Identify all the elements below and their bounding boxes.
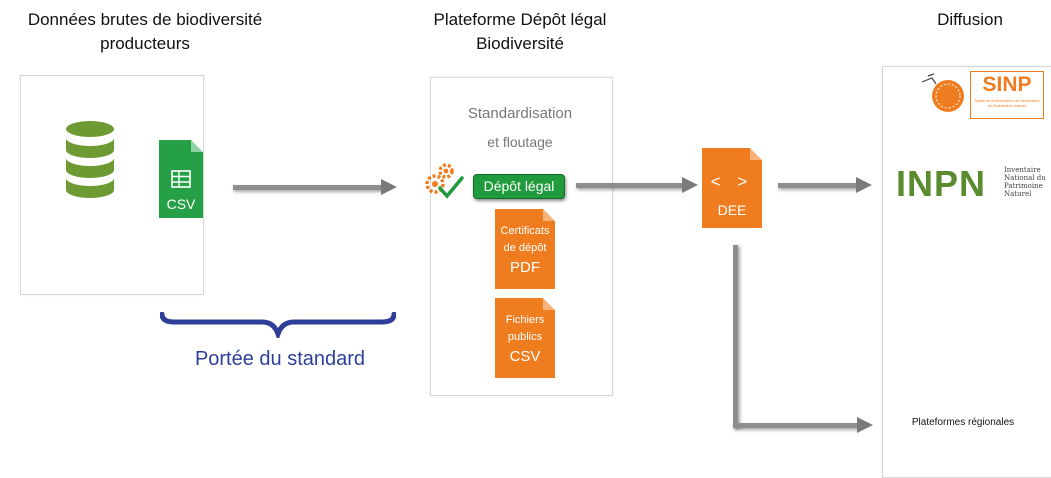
arrow-to-regional-vertical: [733, 245, 738, 428]
sinp-logo: SINP Système d'information de l'inventai…: [970, 71, 1044, 119]
certificats-format: PDF: [510, 259, 540, 276]
inpn-sub-line3: Patrimoine: [1004, 182, 1043, 190]
gears-check-icon: [425, 163, 464, 199]
database-icon: [66, 121, 114, 198]
code-icon: < >: [710, 172, 754, 191]
inpn-sub-line4: Naturel: [1004, 190, 1032, 198]
heading-raw-data-line2: producteurs: [100, 34, 190, 53]
arrow-to-dee: [576, 177, 698, 193]
fichiers-csv-file: Fichiers publics CSV: [495, 298, 555, 378]
scope-label: Portée du standard: [194, 348, 366, 370]
heading-platform-line2: Biodiversité: [476, 34, 564, 53]
arrow-to-inpn: [778, 177, 872, 193]
depot-legal-label: Dépôt légal: [483, 178, 555, 194]
heading-raw-data: Données brutes de biodiversité producteu…: [0, 8, 290, 56]
heading-diffusion: Diffusion: [937, 10, 1003, 29]
sinp-logo-text: SINP: [982, 73, 1032, 96]
heading-platform-line1: Plateforme Dépôt légal: [433, 10, 607, 29]
standardisation-line1: Standardisation: [467, 105, 573, 122]
csv-file-icon: CSV: [159, 140, 203, 218]
dee-file: < > DEE: [702, 148, 762, 228]
regional-platforms-label: Plateformes régionales: [911, 417, 1015, 428]
certificats-pdf-file: Certificats de dépôt PDF: [495, 209, 555, 289]
scope-brace: [160, 312, 396, 338]
arrow-to-platform: [233, 179, 397, 195]
certificats-line1: Certificats: [500, 225, 550, 237]
inpn-logo-text: INPN: [896, 163, 987, 204]
arrow-to-regional: [733, 417, 873, 433]
standardisation-label: Standardisation et floutage: [440, 100, 600, 156]
depot-legal-button[interactable]: Dépôt légal: [473, 174, 565, 199]
standardisation-line2: et floutage: [487, 134, 553, 150]
dee-label: DEE: [717, 202, 747, 218]
sinp-logo-subtitle: Système d'information de l'inventaire du…: [974, 98, 1040, 108]
fichiers-format: CSV: [509, 348, 541, 365]
csv-file-label: CSV: [166, 196, 196, 212]
fichiers-line1: Fichiers: [505, 314, 545, 326]
inpn-sub-line2: National du: [1004, 174, 1046, 182]
diffusion-panel: [882, 66, 1051, 478]
fichiers-line2: publics: [507, 331, 543, 343]
inpn-sub-line1: Inventaire: [1004, 166, 1041, 174]
inpn-logo-subtitle: Inventaire National du Patrimoine Nature…: [1004, 166, 1046, 198]
sinp-emblem-icon: [921, 73, 964, 112]
spreadsheet-icon: [171, 170, 191, 188]
certificats-line2: de dépôt: [503, 242, 547, 254]
heading-raw-data-line1: Données brutes de biodiversité: [27, 10, 263, 29]
inpn-logo: INPN Inventaire National du Patrimoine N…: [896, 162, 1046, 206]
heading-platform: Plateforme Dépôt légal Biodiversité: [400, 8, 640, 56]
